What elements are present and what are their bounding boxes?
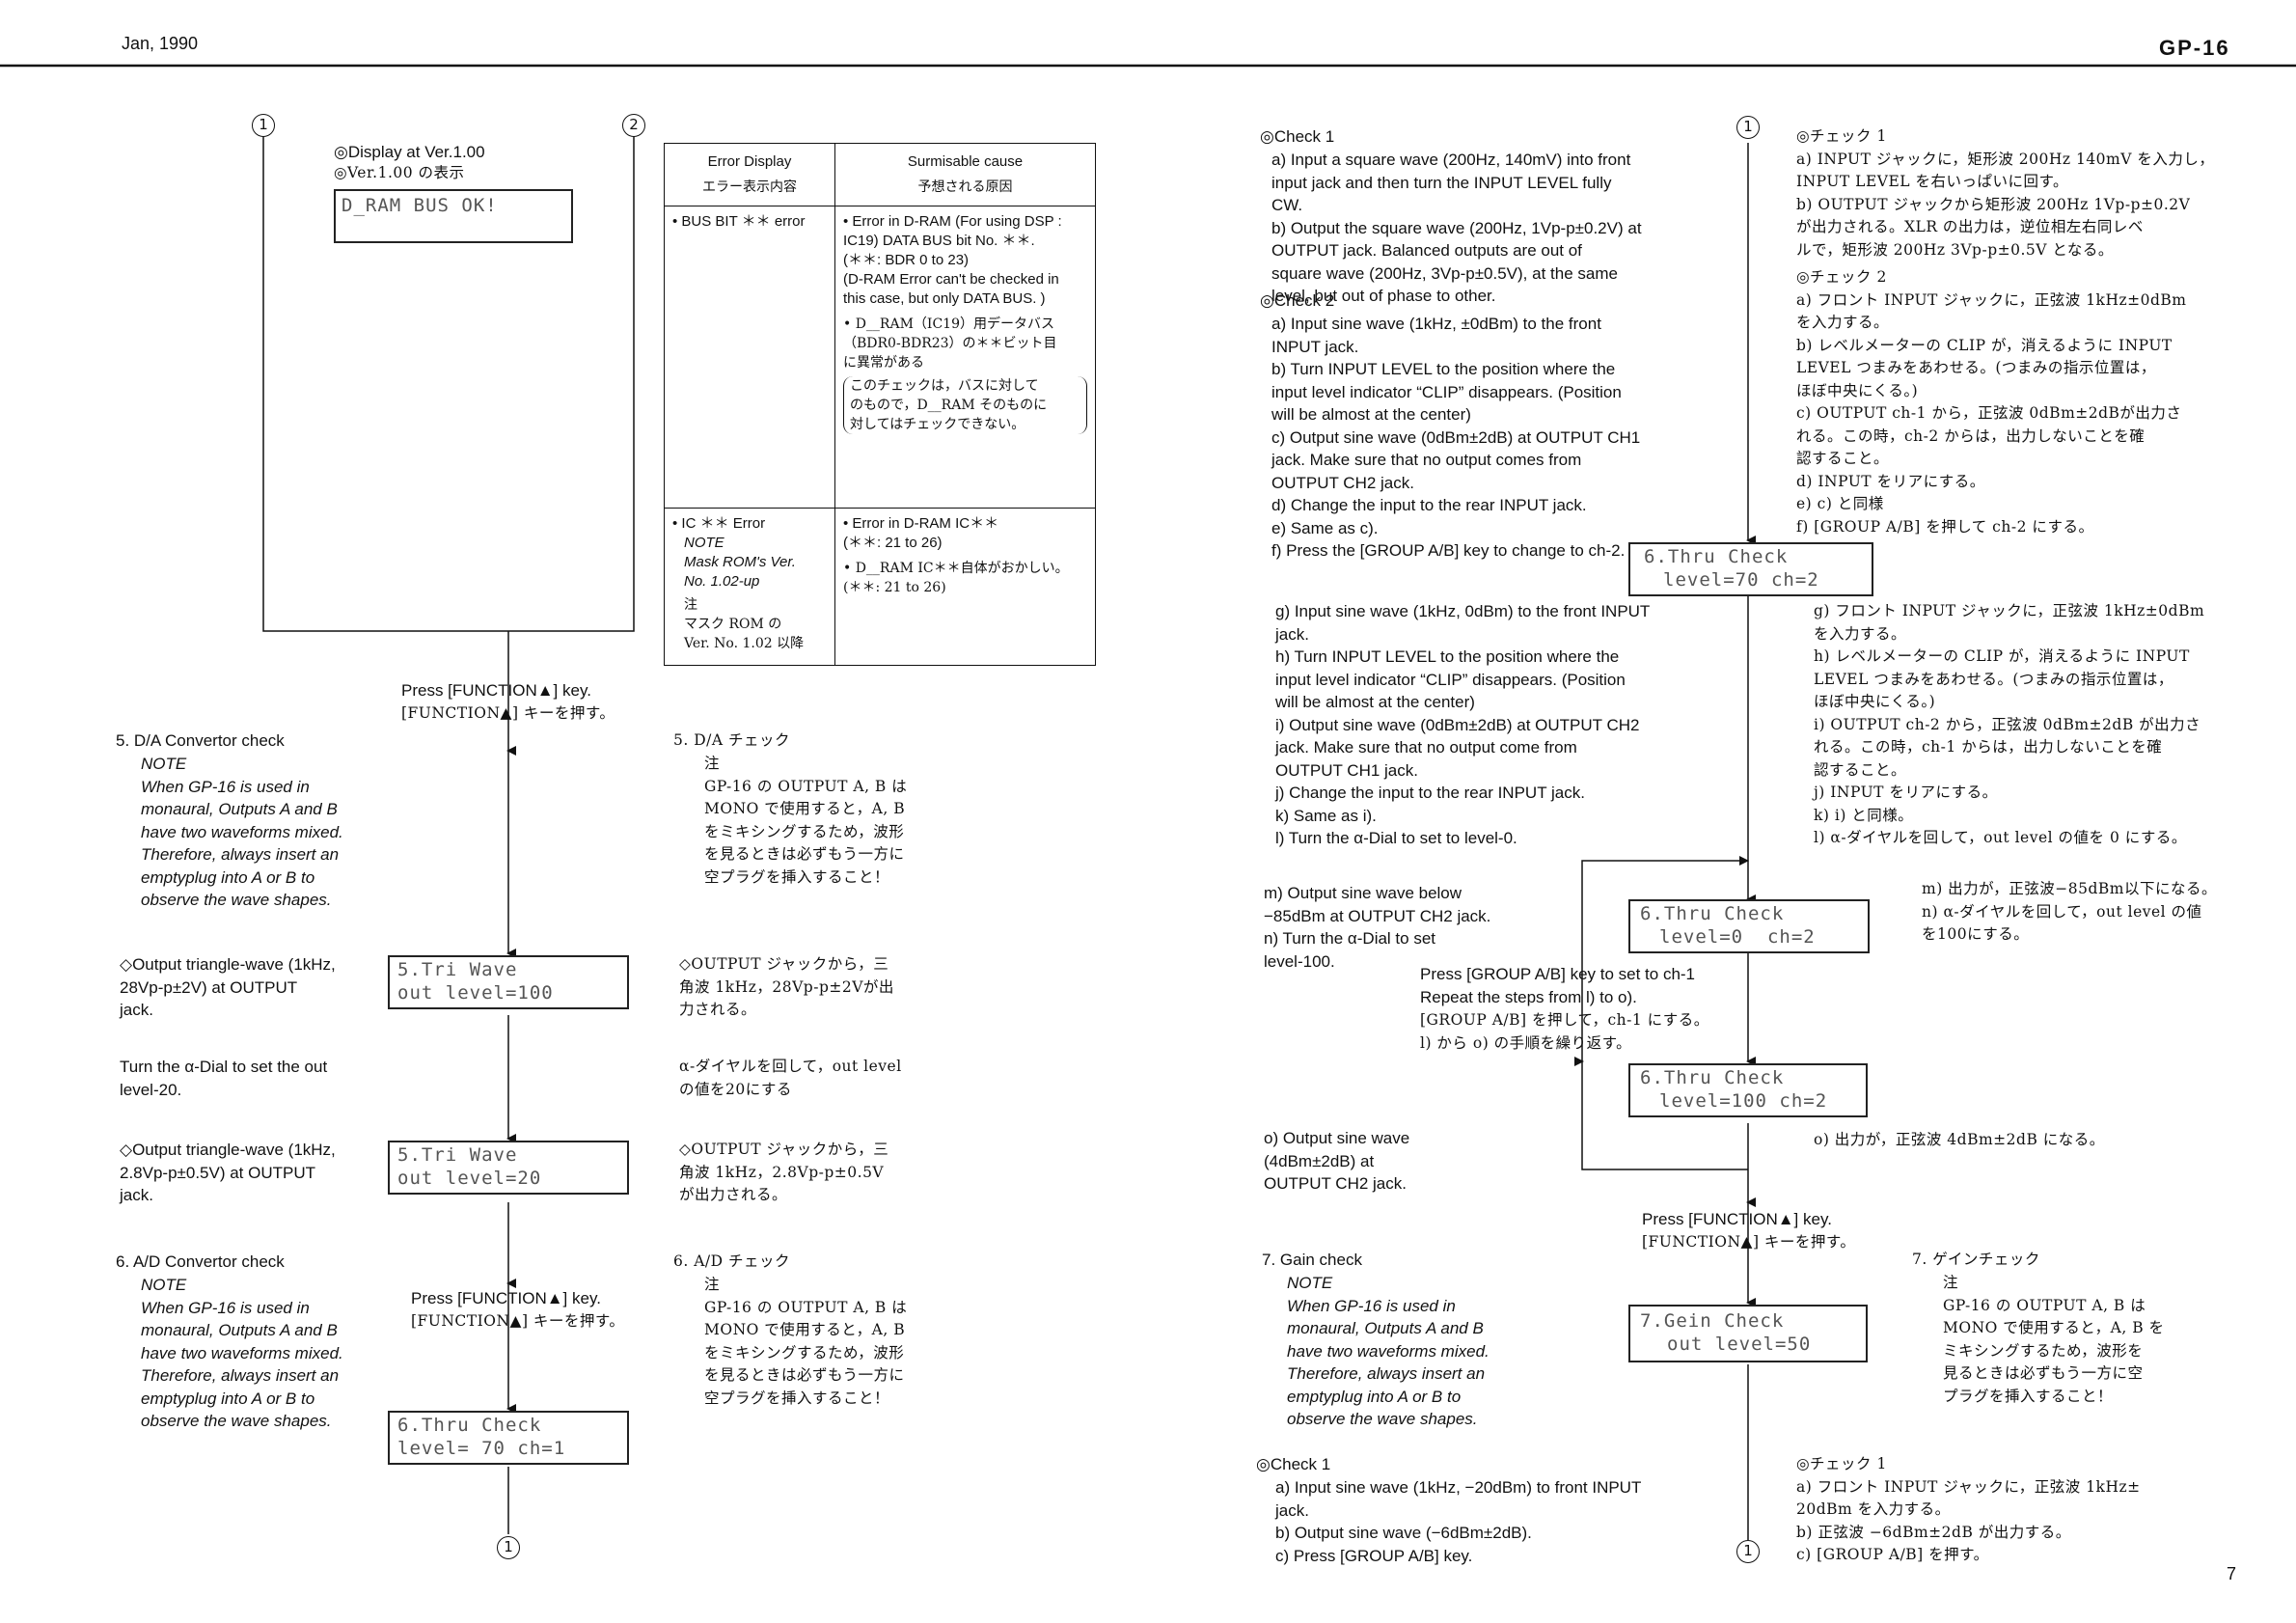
- gain-check-1-jp: ◎チェック 1 a) フロント INPUT ジャックに，正弦波 1kHz± 20…: [1796, 1455, 2141, 1563]
- lcd-line-1: 6.Thru Check: [1640, 1067, 1785, 1088]
- repeat-steps-jp: [GROUP A/B] を押して，ch-1 にする。 l) から o) の手順を…: [1420, 1011, 1709, 1052]
- gain-check-title-jp: 7. ゲインチェック: [1912, 1251, 2040, 1268]
- press-function-right-en: Press [FUNCTION▲] key.: [1642, 1210, 1832, 1228]
- gain-check-note: NOTE When GP-16 is used in monaural, Out…: [1287, 1274, 1490, 1428]
- flow-marker-1-bottom: 1: [497, 1536, 520, 1559]
- flow-marker-1-right-bottom: 1: [1736, 1540, 1760, 1563]
- check-2-steps-en: a) Input sine wave (1kHz, ±0dBm) to the …: [1271, 315, 1641, 560]
- step-o-en: o) Output sine wave (4dBm±2dB) at OUTPUT…: [1264, 1129, 1410, 1193]
- steps-m-n-jp: m) 出力が，正弦波−85dBm以下になる。 n) α-ダイヤルを回して，out…: [1922, 880, 2217, 943]
- gain-check-1-heading: ◎Check 1: [1256, 1455, 1331, 1473]
- table-header-row: Error Display エラー表示内容 Surmisable cause 予…: [664, 143, 1096, 206]
- lcd-gain-check: 7.Gein Check out level=50: [1628, 1305, 1868, 1362]
- lcd-dram-bus: D_RAM BUS OK!: [334, 189, 573, 243]
- row1-display: • BUS BIT ＊＊ error: [672, 213, 806, 230]
- lcd-line-2: out level=100: [397, 982, 554, 1004]
- flow-marker-2-top: 2: [622, 114, 645, 137]
- flow-marker-1-top: 1: [252, 114, 275, 137]
- da-check-note-jp: 注 GP-16 の OUTPUT A, B は MONO で使用すると，A, B…: [704, 755, 908, 886]
- lcd-line-2: level= 70 ch=1: [397, 1438, 566, 1459]
- col-header-display-jp: エラー表示内容: [702, 179, 797, 195]
- lcd-line-2: level=100 ch=2: [1659, 1090, 1828, 1112]
- steps-g-l-jp: g) フロント INPUT ジャックに，正弦波 1kHz±0dBm を入力する。…: [1814, 602, 2205, 846]
- tri-wave-1-jp: ◇OUTPUT ジャックから，三 角波 1kHz，28Vp-p±2Vが出 力され…: [679, 955, 894, 1018]
- lcd-line-2: level=70 ch=2: [1663, 569, 1819, 591]
- da-check-title-jp: 5. D/A チェック: [673, 731, 790, 749]
- display-ver-jp: ◎Ver.1.00 の表示: [334, 164, 465, 181]
- row2-cause-jp: • D__RAM IC＊＊自体がおかしい。 (＊＊: 21 to 26): [843, 561, 1069, 595]
- lcd-tri-wave-100: 5.Tri Wave out level=100: [388, 955, 629, 1009]
- step-o-jp: o) 出力が，正弦波 4dBm±2dB になる。: [1814, 1131, 2105, 1148]
- alpha-dial-en: Turn the α-Dial to set the out level-20.: [120, 1058, 328, 1099]
- lcd-line-2: out level=20: [397, 1168, 542, 1189]
- check-1-steps-en: a) Input a square wave (200Hz, 140mV) in…: [1271, 151, 1642, 305]
- col-header-cause-en: Surmisable cause: [907, 153, 1024, 170]
- lcd-tri-wave-20: 5.Tri Wave out level=20: [388, 1141, 629, 1195]
- ad-check-note: NOTE When GP-16 is used in monaural, Out…: [141, 1276, 343, 1430]
- row1-note-jp: このチェックは，バスに対して のもので，D__RAM そのものに 対してはチェッ…: [843, 376, 1087, 434]
- lcd-line-1: 6.Thru Check: [397, 1415, 542, 1436]
- check-1-jp: ◎チェック 1 a) INPUT ジャックに，矩形波 200Hz 140mV を…: [1796, 127, 2215, 259]
- check-1-heading: ◎Check 1: [1260, 127, 1335, 146]
- check-2-heading: ◎Check 2: [1260, 291, 1335, 310]
- steps-g-l-en: g) Input sine wave (1kHz, 0dBm) to the f…: [1275, 602, 1651, 847]
- gain-check-note-jp: 注 GP-16 の OUTPUT A, B は MONO で使用すると，A, B…: [1943, 1274, 2165, 1405]
- press-function-en: Press [FUNCTION▲] key.: [401, 681, 591, 700]
- tri-wave-2-jp: ◇OUTPUT ジャックから，三 角波 1kHz，2.8Vp-p±0.5V が出…: [679, 1141, 889, 1203]
- row2-cause-en: • Error in D-RAM IC＊＊ (＊＊: 21 to 26): [843, 515, 999, 551]
- col-header-display-en: Error Display: [707, 153, 792, 170]
- row1-cause-en: • Error in D-RAM (For using DSP : IC19) …: [843, 213, 1062, 307]
- lcd-line-1: 6.Thru Check: [1644, 546, 1789, 567]
- repeat-steps-en: Press [GROUP A/B] key to set to ch-1 Rep…: [1420, 965, 1696, 1006]
- ad-check-title: 6. A/D Convertor check: [116, 1252, 285, 1271]
- lcd-line-1: 6.Thru Check: [1640, 903, 1785, 924]
- table-row: • IC ＊＊ Error NOTE Mask ROM's Ver. No. 1…: [664, 508, 1096, 666]
- tri-wave-2-en: ◇Output triangle-wave (1kHz, 2.8Vp-p±0.5…: [120, 1141, 336, 1204]
- table-row: • BUS BIT ＊＊ error • Error in D-RAM (For…: [664, 206, 1096, 509]
- header-model: GP-16: [2159, 36, 2230, 60]
- lcd-thru-check-70-ch2: 6.Thru Check level=70 ch=2: [1628, 542, 1873, 596]
- error-table: Error Display エラー表示内容 Surmisable cause 予…: [664, 143, 1096, 666]
- lcd-line-2: out level=50: [1667, 1334, 1812, 1355]
- col-header-cause-jp: 予想される原因: [917, 179, 1013, 195]
- row2-note-en: NOTE Mask ROM's Ver. No. 1.02-up: [684, 535, 796, 590]
- press-function-2-en: Press [FUNCTION▲] key.: [411, 1289, 601, 1307]
- flow-marker-1-right-top: 1: [1736, 116, 1760, 139]
- da-check-note: NOTE When GP-16 is used in monaural, Out…: [141, 755, 343, 909]
- page-number: 7: [2227, 1564, 2237, 1583]
- lcd-thru-check-0-ch2: 6.Thru Check level=0 ch=2: [1628, 899, 1870, 953]
- da-check-title: 5. D/A Convertor check: [116, 731, 285, 750]
- alpha-dial-jp: α-ダイヤルを回して，out level の値を20にする: [679, 1058, 902, 1098]
- lcd-line-1: D_RAM BUS OK!: [342, 195, 498, 216]
- press-function-jp: [FUNCTION▲] キーを押す。: [401, 704, 615, 722]
- press-function-right-jp: [FUNCTION▲] キーを押す。: [1642, 1233, 1856, 1251]
- ad-check-title-jp: 6. A/D チェック: [673, 1252, 790, 1270]
- steps-m-n-en: m) Output sine wave below −85dBm at OUTP…: [1264, 884, 1491, 971]
- header-date: Jan, 1990: [122, 34, 199, 53]
- lcd-thru-check-ch1: 6.Thru Check level= 70 ch=1: [388, 1411, 629, 1465]
- lcd-line-1: 5.Tri Wave: [397, 959, 518, 980]
- display-ver-en: ◎Display at Ver.1.00: [334, 143, 485, 161]
- ad-check-note-jp: 注 GP-16 の OUTPUT A, B は MONO で使用すると，A, B…: [704, 1276, 908, 1407]
- lcd-line-1: 5.Tri Wave: [397, 1144, 518, 1166]
- row2-note-jp: 注 マスク ROM の Ver. No. 1.02 以降: [684, 597, 805, 651]
- check-2-jp: ◎チェック 2 a) フロント INPUT ジャックに，正弦波 1kHz±0dB…: [1796, 268, 2187, 536]
- row2-display: • IC ＊＊ Error: [672, 515, 766, 532]
- lcd-line-1: 7.Gein Check: [1640, 1310, 1785, 1332]
- lcd-thru-check-100-ch2: 6.Thru Check level=100 ch=2: [1628, 1063, 1868, 1117]
- lcd-line-2: level=0 ch=2: [1659, 926, 1816, 948]
- tri-wave-1-en: ◇Output triangle-wave (1kHz, 28Vp-p±2V) …: [120, 955, 336, 1019]
- gain-check-1-steps-en: a) Input sine wave (1kHz, −20dBm) to fro…: [1275, 1478, 1642, 1565]
- press-function-2-jp: [FUNCTION▲] キーを押す。: [411, 1312, 625, 1330]
- gain-check-title: 7. Gain check: [1262, 1251, 1362, 1269]
- row1-cause-jp: • D__RAM（IC19）用データバス （BDR0-BDR23）の＊＊ビット目…: [843, 316, 1057, 371]
